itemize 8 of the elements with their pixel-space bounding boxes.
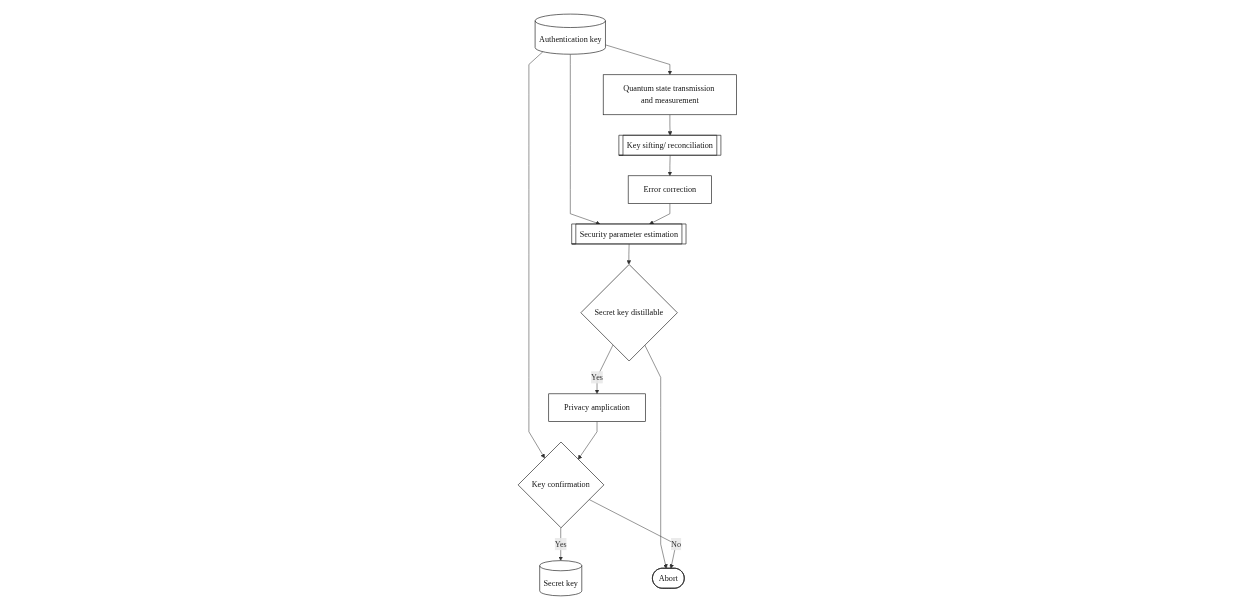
edge-label: Yes	[591, 372, 604, 382]
edge-label: Yes	[554, 539, 567, 549]
node-diamond: Secret key distillable	[580, 264, 678, 362]
node-box: Quantum state transmission and measurement	[603, 74, 738, 116]
node-box: Privacy amplication	[548, 393, 646, 422]
node-box: Error correction	[628, 175, 713, 204]
edge-label: No	[671, 539, 682, 549]
node-diamond: Key confirmation	[517, 441, 605, 529]
